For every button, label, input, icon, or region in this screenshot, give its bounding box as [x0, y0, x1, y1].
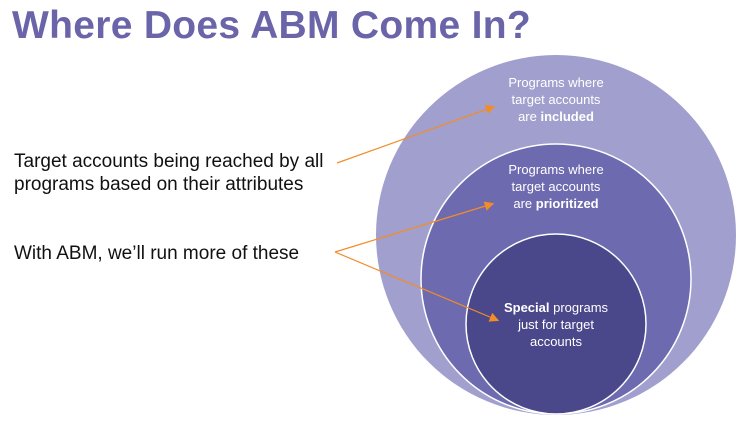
inner-line3: accounts [530, 334, 583, 349]
abm-text: With ABM, we’ll run more of these [14, 243, 300, 264]
all-programs-line1: Target accounts being reached by all [14, 151, 324, 172]
arrow-to-prioritized [334, 201, 495, 253]
outer-line3: are included [518, 109, 594, 124]
arrow-to-special [334, 251, 500, 322]
middle-line3: are prioritized [513, 196, 598, 211]
inner-line1: Special programs [504, 300, 609, 315]
outer-line1: Programs where [508, 75, 603, 90]
page-title: Where Does ABM Come In? [12, 4, 532, 47]
outer-line2: target accounts [512, 92, 601, 107]
arrow-to-included [336, 104, 496, 164]
all-programs-text: Target accounts being reached by all pro… [14, 150, 323, 196]
middle-line2: target accounts [512, 179, 601, 194]
inner-line2: just for target [517, 317, 594, 332]
inner-circle [465, 233, 647, 415]
middle-line1: Programs where [508, 162, 603, 177]
all-programs-line2: programs based on their attributes [14, 174, 304, 195]
